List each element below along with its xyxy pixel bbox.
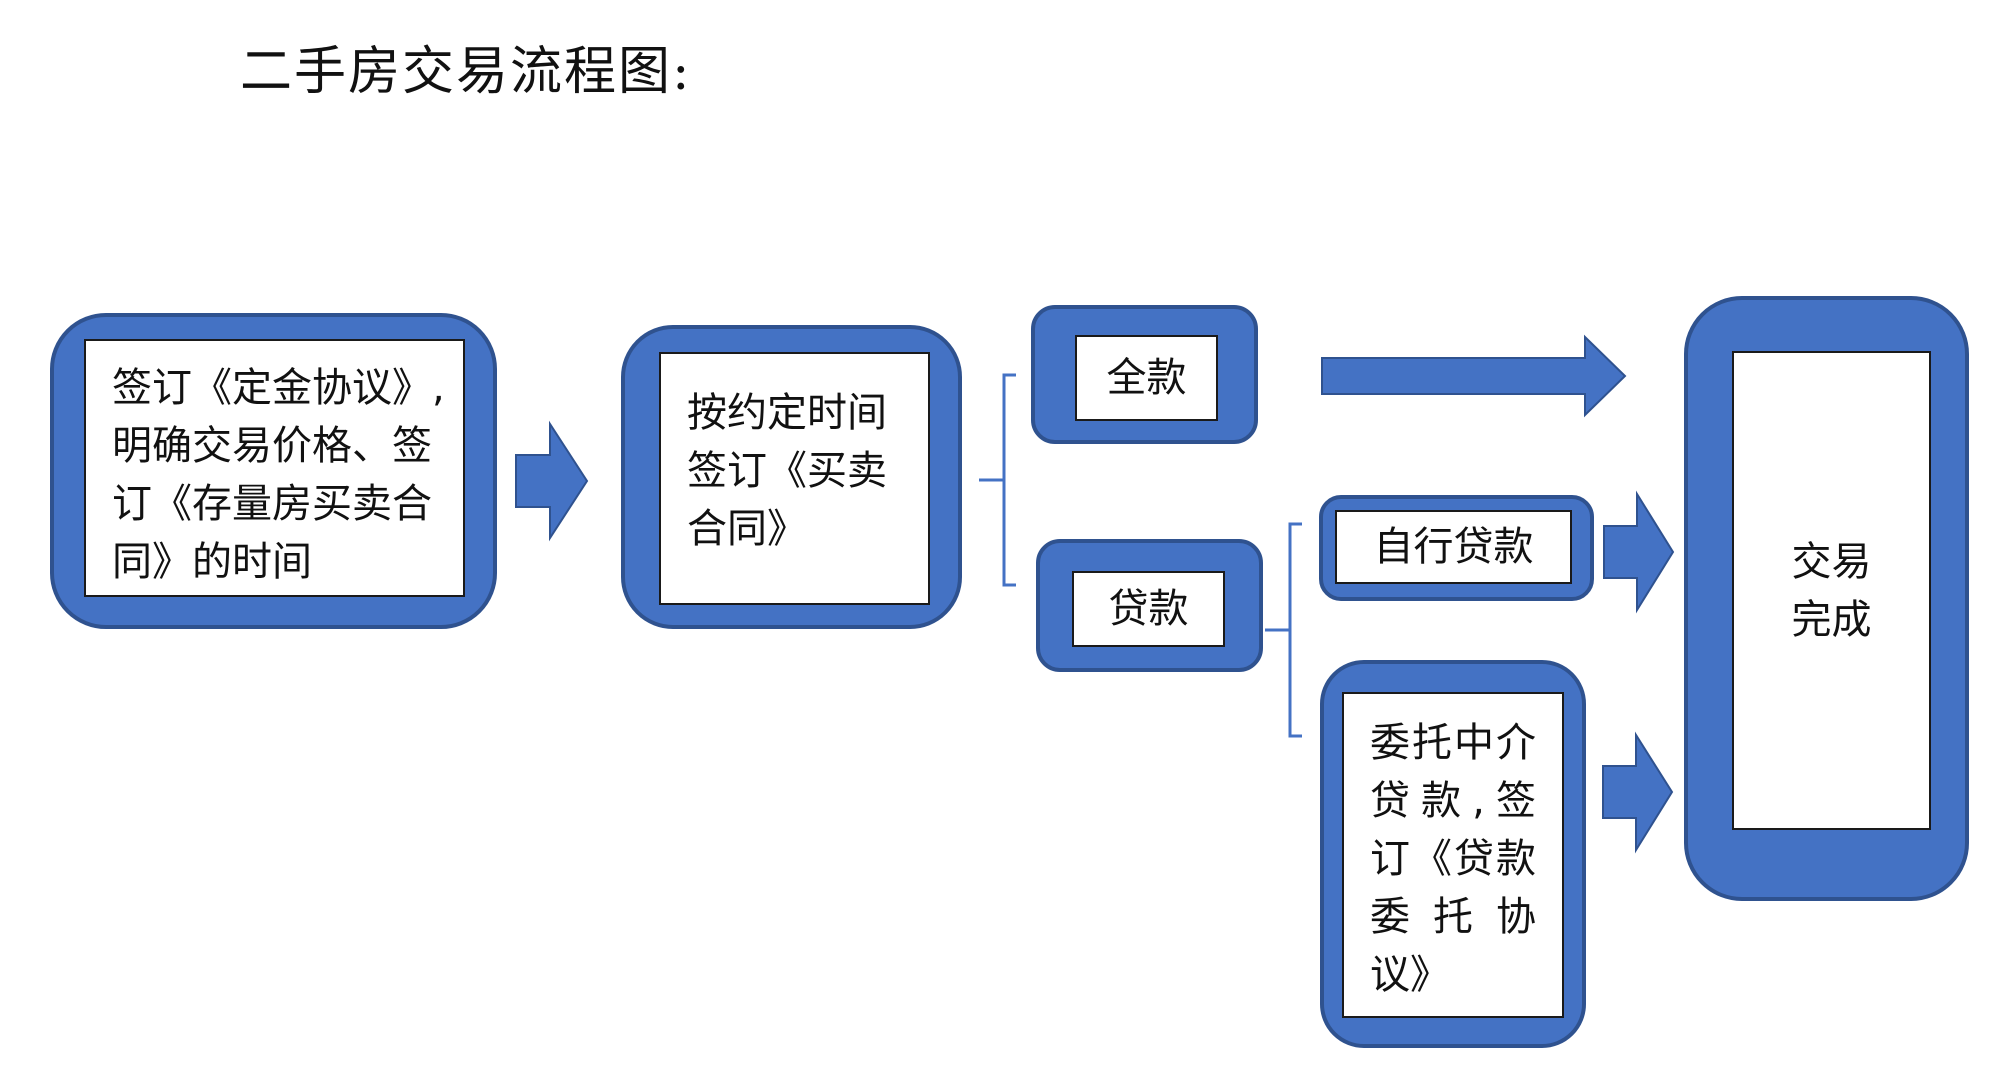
self-loan-text-box: 自行贷款 [1335,510,1572,584]
page-title: 二手房交易流程图: [240,42,692,102]
step1-text-box: 签订《定金协议》, 明确交易价格、签 订《存量房买卖合 同》的时间 [84,339,465,597]
agency-loan-line: 委 托 协 [1370,894,1536,940]
full-payment-label: 全款 [1106,355,1187,401]
step2-node: 按约定时间 签订《买卖 合同》 [621,325,962,629]
step1-line: 同》的时间 [112,539,312,585]
step1-line: 订《存量房买卖合 [112,481,432,527]
self-loan-node: 自行贷款 [1319,495,1594,601]
branch-loan [1265,522,1302,738]
agency-loan-node: 委托中介 贷款,签 订《贷款 委 托 协 议》 [1320,660,1586,1048]
step2-line: 合同》 [687,506,807,552]
self-loan-label: 自行贷款 [1373,524,1534,570]
step1-node: 签订《定金协议》, 明确交易价格、签 订《存量房买卖合 同》的时间 [50,313,497,629]
complete-line: 完成 [1791,596,1872,643]
loan-node: 贷款 [1036,539,1263,672]
complete-node: 交易 完成 [1684,296,1969,901]
agency-loan-text-box: 委托中介 贷款,签 订《贷款 委 托 协 议》 [1342,692,1564,1018]
loan-text-box: 贷款 [1072,571,1225,647]
loan-label: 贷款 [1108,586,1189,632]
full-payment-node: 全款 [1031,305,1258,444]
step2-text-box: 按约定时间 签订《买卖 合同》 [659,352,930,605]
branch-step2 [979,373,1016,587]
agency-loan-line: 议》 [1370,952,1450,998]
step2-line: 签订《买卖 [687,448,887,494]
complete-text-box: 交易 完成 [1732,351,1931,830]
complete-line: 交易 [1791,538,1872,585]
step2-line: 按约定时间 [687,390,887,436]
step1-line: 签订《定金协议》, [112,365,445,411]
step1-line: 明确交易价格、签 [112,423,432,469]
full-payment-text-box: 全款 [1075,335,1218,421]
agency-loan-line: 委托中介 [1370,720,1536,766]
arrow-full-payment-to-complete [1321,334,1627,418]
arrow-agency-loan-to-complete [1602,731,1674,854]
agency-loan-line: 订《贷款 [1370,836,1536,882]
arrow-self-loan-to-complete [1603,490,1675,614]
agency-loan-line: 贷款,签 [1370,778,1536,824]
arrow-step1-to-step2 [515,420,589,542]
